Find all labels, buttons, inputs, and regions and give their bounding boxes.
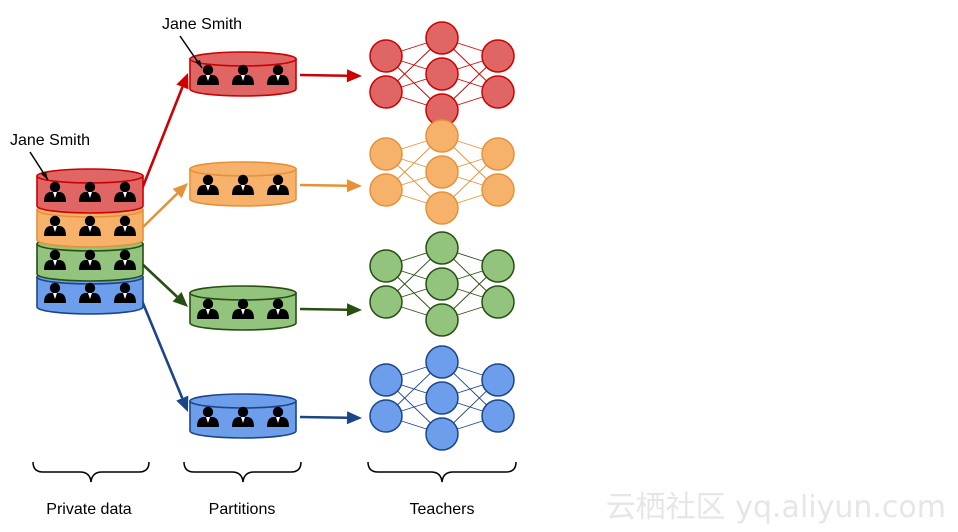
partition-pointer-head: [195, 60, 202, 68]
partition-blue-top: [189, 393, 297, 409]
network-node: [369, 137, 403, 171]
network-node: [425, 21, 459, 55]
arrow-icon: [346, 303, 362, 317]
network-node: [369, 173, 403, 207]
network-node: [481, 173, 515, 207]
partitions-column: [189, 51, 297, 439]
network-node: [369, 363, 403, 397]
arrow-to-partition-green: [139, 261, 188, 307]
arrow-to-teacher-orange-shaft: [299, 183, 348, 188]
partition-person-annotation: Jane Smith: [162, 16, 242, 33]
arrow-to-teacher-red-shaft: [299, 73, 348, 78]
network-node: [481, 249, 515, 283]
network-node: [425, 231, 459, 265]
arrow-icon: [176, 73, 189, 90]
network-node: [425, 119, 459, 153]
network-node: [481, 39, 515, 73]
watermark: 云栖社区 yq.aliyun.com: [606, 490, 946, 525]
teacher-network-orange: [369, 119, 515, 225]
network-node: [481, 75, 515, 109]
arrow-to-partition-red: [138, 73, 189, 195]
network-node: [369, 39, 403, 73]
partition-blue: [189, 393, 297, 439]
arrow-to-partition-orange: [139, 183, 188, 231]
arrow-to-teacher-green: [299, 303, 362, 317]
teacher-network-red: [369, 21, 515, 127]
arrow-icon: [176, 395, 189, 412]
teacher-network-green: [369, 231, 515, 337]
network-node: [481, 363, 515, 397]
arrow-to-partition-blue-shaft: [138, 295, 184, 399]
arrow-icon: [346, 411, 362, 425]
partition-green-top: [189, 285, 297, 301]
arrow-to-teacher-green-shaft: [299, 307, 348, 312]
partition-green: [189, 285, 297, 331]
arrow-icon: [172, 291, 188, 307]
network-node: [481, 399, 515, 433]
network-node: [425, 57, 459, 91]
arrow-icon: [346, 69, 362, 83]
arrow-to-teacher-blue: [299, 411, 362, 425]
arrow-icon: [172, 183, 188, 199]
arrow-to-partition-orange-shaft: [139, 192, 179, 231]
network-node: [481, 285, 515, 319]
private-data-layer-red: [36, 168, 144, 214]
partitions-label: Partitions: [209, 501, 276, 518]
network-node: [481, 137, 515, 171]
network-node: [425, 155, 459, 189]
network-node: [425, 345, 459, 379]
partitions-brace: [183, 461, 302, 483]
network-node: [369, 285, 403, 319]
arrow-to-partition-green-shaft: [139, 261, 178, 298]
network-node: [425, 417, 459, 451]
private-data-label: Private data: [46, 501, 131, 518]
network-node: [425, 191, 459, 225]
private-person-annotation: Jane Smith: [10, 132, 90, 149]
arrow-to-partition-red-shaft: [138, 86, 184, 195]
partition-red-top: [189, 51, 297, 67]
network-node: [369, 249, 403, 283]
network-node: [425, 267, 459, 301]
teachers-brace: [367, 461, 517, 483]
network-node: [425, 303, 459, 337]
network-node: [369, 399, 403, 433]
private-pointer-head: [41, 172, 48, 180]
private-data-brace: [32, 461, 150, 483]
private-data-stack: [36, 168, 144, 315]
partition-red: [189, 51, 297, 97]
network-node: [369, 75, 403, 109]
teacher-network-blue: [369, 345, 515, 451]
arrow-to-partition-blue: [138, 295, 189, 412]
teachers-column: [369, 21, 515, 451]
network-node: [425, 381, 459, 415]
teachers-label: Teachers: [410, 501, 475, 518]
arrow-to-teacher-blue-shaft: [299, 415, 348, 420]
partition-orange: [189, 161, 297, 207]
arrow-icon: [346, 179, 362, 193]
private-data-layer-red-top: [36, 168, 144, 184]
arrow-to-teacher-red: [299, 69, 362, 83]
arrow-to-teacher-orange: [299, 179, 362, 193]
partition-orange-top: [189, 161, 297, 177]
